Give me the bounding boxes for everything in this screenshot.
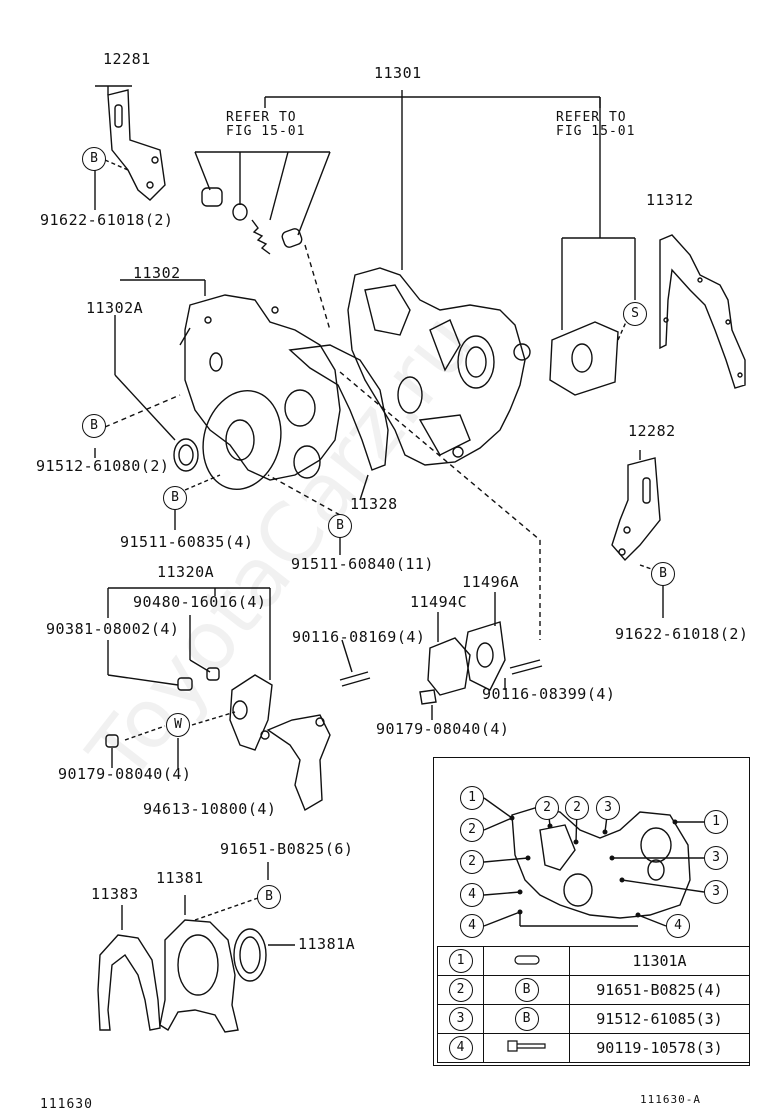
label-90116-a: 90116-08169(4) bbox=[292, 628, 426, 646]
gasket-11312 bbox=[659, 234, 746, 389]
seal-plate bbox=[202, 390, 282, 490]
label-11320a: 11320A bbox=[157, 563, 215, 581]
legend-row: 4 90119-10578(3) bbox=[437, 1033, 750, 1063]
inset-callout: 1 bbox=[460, 786, 484, 810]
label-94613: 94613-10800(4) bbox=[143, 800, 277, 818]
strainer-bracket bbox=[266, 714, 331, 812]
pin-icon bbox=[513, 955, 540, 965]
bracket-12281 bbox=[107, 89, 166, 201]
label-90179-b: 90179-08040(4) bbox=[58, 765, 192, 783]
label-90116-b: 90116-08399(4) bbox=[482, 685, 616, 703]
plate-11494c bbox=[427, 637, 471, 696]
gasket-11496a bbox=[464, 621, 506, 691]
gasket-11328 bbox=[288, 344, 389, 471]
inset-cover-outline bbox=[511, 807, 691, 919]
bracket-12282 bbox=[611, 457, 661, 562]
legend-symbol: B bbox=[514, 1007, 539, 1031]
legend-number: 2 bbox=[448, 978, 473, 1002]
legend-row: 2 B 91651-B0825(4) bbox=[437, 975, 750, 1005]
label-90179-a: 90179-08040(4) bbox=[376, 720, 510, 738]
legend-part: 11301A bbox=[569, 946, 750, 976]
inset-callout: 3 bbox=[704, 880, 728, 904]
inset-callout: 4 bbox=[460, 883, 484, 907]
label-11302a: 11302A bbox=[86, 299, 144, 317]
label-91622-a: 91622-61018(2) bbox=[40, 211, 174, 229]
legend-table: 1 11301A 2 B 91651-B0825(4) 3 B 91512-61… bbox=[437, 946, 750, 1063]
label-90480: 90480-16016(4) bbox=[133, 593, 267, 611]
label-91511-a: 91511-60835(4) bbox=[120, 533, 254, 551]
legend-row: 3 B 91512-61085(3) bbox=[437, 1004, 750, 1034]
label-11496a: 11496A bbox=[462, 573, 520, 591]
legend-number: 1 bbox=[448, 949, 473, 973]
refer-left-line2: FIG 15-01 bbox=[226, 124, 306, 139]
inset-callout: 2 bbox=[460, 818, 484, 842]
refer-right-line1: REFER TO bbox=[556, 110, 627, 125]
callout-b: B bbox=[82, 147, 106, 171]
label-11383: 11383 bbox=[91, 885, 139, 903]
label-12281: 12281 bbox=[103, 50, 151, 68]
label-12282: 12282 bbox=[628, 422, 676, 440]
oil-seal-11381a bbox=[233, 928, 267, 982]
label-11328: 11328 bbox=[350, 495, 398, 513]
seal-retainer-11381 bbox=[159, 919, 239, 1033]
callout-s: S bbox=[623, 302, 647, 326]
label-91512: 91512-61080(2) bbox=[36, 457, 170, 475]
footer-code-left: 111630 bbox=[40, 1097, 93, 1112]
pump-cover-plate bbox=[549, 321, 619, 396]
label-11381a: 11381A bbox=[298, 935, 356, 953]
inset-callout: 3 bbox=[704, 846, 728, 870]
callout-b: B bbox=[328, 514, 352, 538]
refer-left-line1: REFER TO bbox=[226, 110, 297, 125]
inset-callout: 2 bbox=[460, 850, 484, 874]
callout-b: B bbox=[257, 885, 281, 909]
inset-callout: 4 bbox=[460, 914, 484, 938]
legend-part: 91512-61085(3) bbox=[569, 1004, 750, 1034]
callout-b: B bbox=[651, 562, 675, 586]
inset-callout: 1 bbox=[704, 810, 728, 834]
inset-callout: 2 bbox=[535, 796, 559, 820]
label-91511-b: 91511-60840(11) bbox=[291, 555, 434, 573]
inset-frame bbox=[433, 757, 750, 1066]
callout-b: B bbox=[82, 414, 106, 438]
legend-row: 1 11301A bbox=[437, 946, 750, 976]
label-11302: 11302 bbox=[133, 264, 181, 282]
label-90381: 90381-08002(4) bbox=[46, 620, 180, 638]
timing-cover-11301 bbox=[347, 267, 526, 466]
inset-callout: 4 bbox=[666, 914, 690, 938]
callout-b: B bbox=[163, 486, 187, 510]
inset-callout: 2 bbox=[565, 796, 589, 820]
legend-symbol: B bbox=[514, 978, 539, 1002]
legend-number: 4 bbox=[448, 1036, 473, 1060]
gasket-11383 bbox=[97, 934, 161, 1031]
footer-code-right: 111630-A bbox=[640, 1093, 701, 1106]
label-91651: 91651-B0825(6) bbox=[220, 840, 354, 858]
label-11494c: 11494C bbox=[410, 593, 468, 611]
legend-part: 91651-B0825(4) bbox=[569, 975, 750, 1005]
label-91622-b: 91622-61018(2) bbox=[615, 625, 749, 643]
bolt-icon bbox=[506, 1040, 546, 1052]
refer-right-line2: FIG 15-01 bbox=[556, 124, 636, 139]
inset-callout: 3 bbox=[596, 796, 620, 820]
label-11301: 11301 bbox=[374, 64, 422, 82]
label-11312: 11312 bbox=[646, 191, 694, 209]
legend-part: 90119-10578(3) bbox=[569, 1033, 750, 1063]
legend-number: 3 bbox=[448, 1007, 473, 1031]
label-11381: 11381 bbox=[156, 869, 204, 887]
callout-w: W bbox=[166, 713, 190, 737]
